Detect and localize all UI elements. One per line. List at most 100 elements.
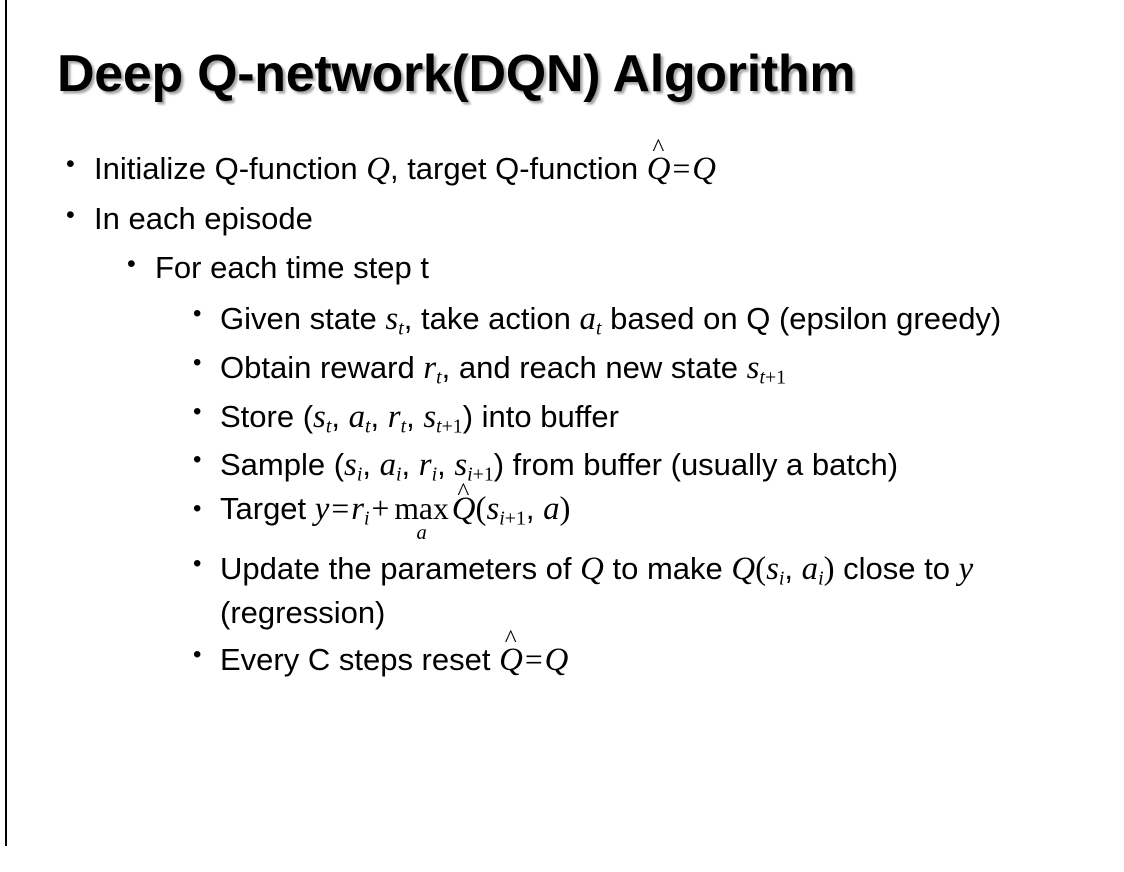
math-var-q: Q — [580, 551, 604, 588]
bullet-item-initialize: • Initialize Q-function Q, target Q-func… — [0, 135, 1124, 191]
bullet-marker-icon: • — [193, 494, 202, 522]
math-var-s: s — [313, 398, 326, 435]
math-var-s: s — [385, 301, 399, 338]
text-fragment: based on Q (epsilon greedy) — [601, 301, 1002, 337]
math-var-qhat-base: Q — [646, 151, 671, 187]
sub-plain-part: +1 — [764, 366, 787, 389]
bullet-item-sample-buffer: • Sample (si, ai, ri, si+1) from buffer … — [0, 443, 1124, 488]
math-sub-i: i — [356, 463, 363, 486]
math-var-y: y — [958, 551, 974, 588]
math-var-r: r — [351, 490, 364, 527]
bullet-text-every-c-steps: Every C steps reset ^Q=Q — [220, 626, 1110, 683]
math-var-s: s — [746, 349, 760, 386]
slide-body: • Initialize Q-function Q, target Q-func… — [0, 135, 1124, 687]
text-fragment: , — [437, 447, 455, 483]
text-fragment: , — [406, 398, 424, 434]
math-paren-close: ) — [823, 551, 835, 588]
math-sub-i: i — [364, 507, 370, 530]
bullet-item-update-parameters: • Update the parameters of Q to make Q(s… — [0, 547, 1124, 634]
text-fragment: , — [362, 447, 380, 483]
text-fragment: Sample ( — [220, 447, 345, 483]
text-fragment: Store ( — [220, 398, 314, 434]
hat-accent-icon: ^ — [457, 478, 470, 507]
math-var-a: a — [579, 301, 596, 338]
math-sub-t: t — [398, 317, 404, 340]
math-var-r: r — [423, 349, 437, 386]
bullet-item-for-each-time-step: • For each time step t — [0, 248, 1124, 289]
text-fragment: , — [331, 398, 349, 434]
math-sub-t: t — [325, 415, 332, 438]
math-paren-close: ) — [559, 490, 571, 527]
math-var-q: Q — [366, 151, 390, 187]
bullet-marker-icon: • — [66, 150, 75, 178]
math-var-q2: Q — [731, 551, 756, 588]
bullet-item-store-buffer: • Store (st, at, rt, st+1) into buffer — [0, 395, 1124, 440]
bullet-text-in-each-episode: In each episode — [94, 201, 313, 237]
math-sub-t: t — [595, 317, 602, 340]
bullet-item-given-state: • Given state st, take action at based o… — [0, 297, 1124, 342]
text-fragment: ) from buffer (usually a batch) — [493, 447, 899, 483]
math-var-q2: Q — [692, 151, 716, 187]
bullet-marker-icon: • — [193, 446, 202, 474]
math-sub-i-plus-1: i+1 — [499, 507, 526, 529]
text-fragment: Obtain reward — [220, 349, 424, 385]
bullet-text-store-buffer: Store (st, at, rt, st+1) into buffer — [220, 395, 1110, 440]
text-fragment: , — [370, 398, 388, 434]
math-var-s-next: s — [486, 490, 500, 527]
math-sub-t: t — [365, 415, 371, 438]
math-sub-i: i — [431, 463, 438, 486]
math-var-qhat-base: Q — [499, 642, 523, 679]
text-fragment: , take action — [403, 301, 580, 337]
bullet-marker-icon: • — [193, 348, 202, 376]
bullet-text-for-each-time-step: For each time step t — [155, 250, 429, 286]
text-fragment: Given state — [220, 301, 386, 337]
math-var-q-hat: ^Q — [646, 135, 671, 191]
bullet-text-sample-buffer: Sample (si, ai, ri, si+1) from buffer (u… — [220, 443, 1110, 488]
math-var-s: s — [344, 447, 357, 484]
math-var-q: Q — [544, 642, 569, 679]
bullet-marker-icon: • — [193, 300, 202, 328]
math-var-r: r — [387, 398, 401, 435]
math-var-s: s — [766, 551, 779, 588]
math-var-a: a — [379, 447, 397, 484]
text-fragment: to make — [603, 551, 732, 587]
text-fragment: , — [525, 490, 544, 526]
math-sub-t-plus-1: t+1 — [759, 366, 786, 388]
sub-italic-part: i — [467, 463, 473, 486]
sub-plain-part: +1 — [441, 415, 463, 438]
math-sub-i: i — [396, 463, 402, 486]
text-fragment: , — [401, 447, 419, 483]
hat-accent-icon: ^ — [504, 624, 517, 653]
math-var-y: y — [314, 490, 330, 527]
text-fragment: , target Q-function — [389, 151, 647, 186]
math-var-s-next: s — [423, 398, 437, 435]
math-sub-i: i — [818, 567, 824, 590]
math-var-s-next: s — [454, 447, 468, 484]
bullet-marker-icon: • — [193, 397, 202, 425]
bullet-marker-icon: • — [66, 201, 75, 230]
math-paren-open: ( — [475, 490, 487, 527]
math-var-r: r — [418, 447, 432, 484]
bullet-marker-icon: • — [193, 550, 202, 578]
text-fragment: Every C steps reset — [220, 642, 500, 678]
math-operator-equals: = — [524, 642, 543, 678]
hat-accent-icon: ^ — [652, 134, 665, 163]
bullet-text-initialize: Initialize Q-function Q, target Q-functi… — [94, 135, 1124, 191]
math-operator-equals: = — [672, 151, 691, 186]
math-operator-plus: + — [371, 490, 390, 526]
math-var-qhat-base: Q — [451, 490, 476, 527]
text-fragment: , and reach new state — [441, 349, 747, 385]
math-var-a: a — [543, 490, 560, 527]
text-fragment: ) into buffer — [462, 398, 619, 434]
sub-plain-part: +1 — [472, 463, 494, 486]
sub-italic-part: t — [436, 415, 442, 438]
bullet-text-given-state: Given state st, take action at based on … — [220, 297, 1110, 342]
bullet-item-every-c-steps: • Every C steps reset ^Q=Q — [0, 626, 1124, 683]
math-sub-t: t — [436, 366, 442, 389]
bullet-text-update-parameters: Update the parameters of Q to make Q(si,… — [220, 547, 1110, 634]
max-underset-a: a — [416, 521, 427, 544]
